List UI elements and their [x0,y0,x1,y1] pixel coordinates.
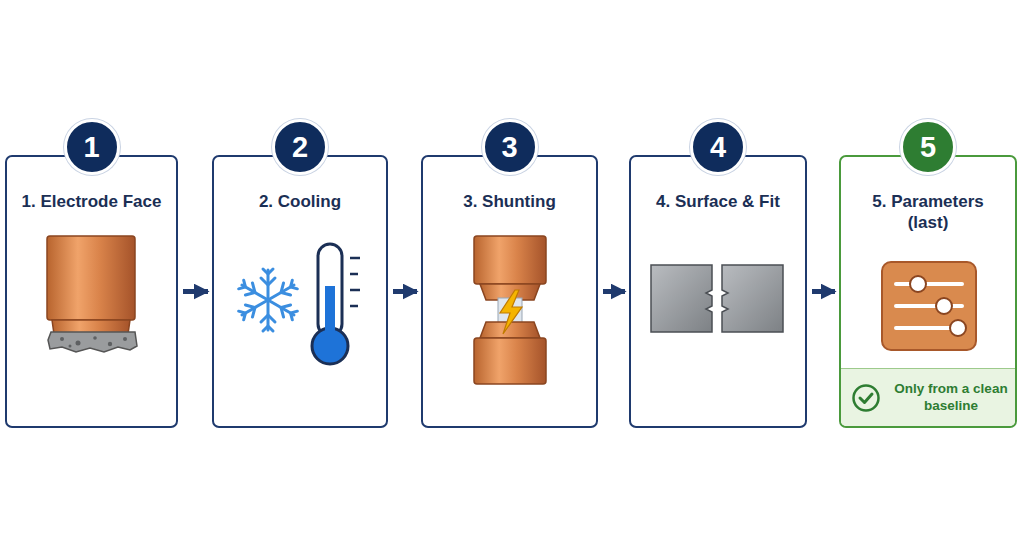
step-number-circle: 1 [64,119,120,175]
step-box: 5. Parameters (last)5Only from a clean b… [839,155,1017,428]
note-band: Only from a clean baseline [841,368,1015,426]
step-title: 1. Electrode Face [7,191,176,212]
note-text: Only from a clean baseline [887,381,1015,413]
step-box: 1. Electrode Face1 [5,155,178,428]
step-title: 3. Shunting [423,191,596,212]
step-number: 5 [920,133,936,162]
step-number-circle: 2 [272,119,328,175]
sliders-icon [882,262,976,350]
snowflake-icon [238,269,299,331]
flow-arrow [393,289,417,294]
step-number-circle: 3 [482,119,538,175]
step-number: 4 [710,133,726,162]
flow-arrow [603,289,625,294]
step-box: 4. Surface & Fit4 [629,155,807,428]
flow-arrow [812,289,835,294]
shunting-illustration [474,236,546,384]
step-box: 3. Shunting3 [421,155,598,428]
step-number-circle: 5 [900,119,956,175]
step-title: 4. Surface & Fit [631,191,805,212]
step-number: 3 [501,133,517,162]
step-title: 5. Parameters (last) [845,191,1011,234]
check-icon [851,383,881,413]
plates-illustration [651,265,783,332]
step-number: 1 [83,133,99,162]
flow-arrow [183,289,208,294]
step-number: 2 [292,133,308,162]
step-title: 2. Cooling [214,191,386,212]
step-number-circle: 4 [690,119,746,175]
thermometer-icon [312,244,360,364]
step-box: 2. Cooling2 [212,155,388,428]
electrode-illustration [47,236,137,352]
